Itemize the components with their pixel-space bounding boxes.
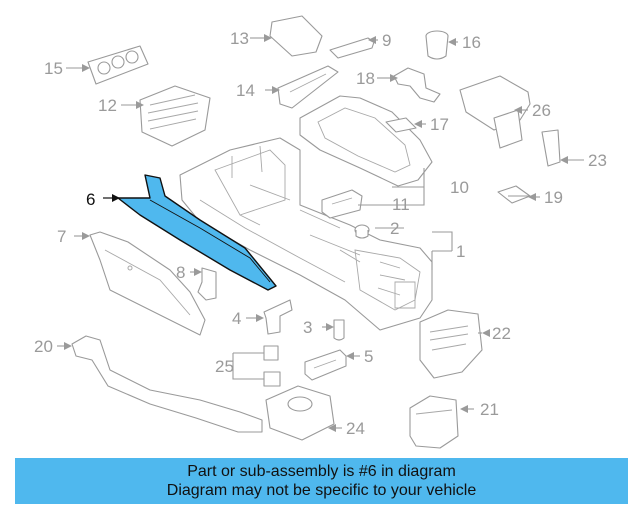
rear-vent-part-22 — [419, 309, 483, 379]
control-panel-part-15 — [87, 45, 149, 85]
callout-3: 3 — [303, 318, 312, 337]
knob-part-2 — [354, 224, 370, 239]
callout-2: 2 — [390, 219, 399, 238]
info-banner: Part or sub-assembly is #6 in diagram Di… — [15, 458, 628, 504]
panel-part-14 — [277, 65, 339, 109]
callout-20: 20 — [34, 337, 53, 356]
callout-6: 6 — [86, 190, 95, 209]
bracket-part-8 — [197, 267, 217, 301]
callout-arrows — [57, 34, 584, 432]
callout-4: 4 — [232, 309, 241, 328]
callout-labels: 1 2 3 4 5 6 7 8 9 10 11 12 13 14 15 16 1… — [34, 29, 607, 438]
pad-part-19 — [497, 185, 531, 204]
callout-24: 24 — [346, 419, 365, 438]
callout-21: 21 — [480, 400, 499, 419]
center-console-body — [179, 137, 433, 331]
callout-18: 18 — [356, 69, 375, 88]
clip-part-3 — [333, 319, 345, 341]
banner-line-1: Part or sub-assembly is #6 in diagram — [187, 463, 456, 480]
callout-9: 9 — [382, 31, 391, 50]
callout-1: 1 — [456, 242, 465, 261]
callout-15: 15 — [44, 59, 63, 78]
trim-strip-part-6[interactable] — [117, 174, 277, 291]
bracket-part-11 — [321, 189, 363, 219]
callout-13: 13 — [230, 29, 249, 48]
callout-8: 8 — [176, 263, 185, 282]
callout-5: 5 — [364, 347, 373, 366]
leader-lines — [232, 168, 530, 380]
shifter-base-part-24 — [265, 385, 335, 441]
callout-17: 17 — [430, 115, 449, 134]
callout-11: 11 — [392, 195, 410, 214]
callout-26: 26 — [532, 101, 551, 120]
connector-part-25 — [263, 345, 281, 387]
tray-part-10 — [299, 95, 433, 187]
box-part-21 — [409, 395, 459, 449]
bracket-part-4 — [263, 299, 293, 335]
bracket-part-18 — [393, 67, 441, 103]
bracket-part-23 — [541, 129, 561, 167]
callout-16: 16 — [462, 33, 481, 52]
switch-part-5 — [304, 349, 347, 381]
cup-part-16 — [425, 30, 449, 60]
callout-19: 19 — [544, 188, 563, 207]
vent-part-12 — [139, 85, 211, 147]
pad-part-17 — [385, 117, 417, 133]
callout-22: 22 — [492, 324, 511, 343]
callout-10: 10 — [450, 178, 469, 197]
cover-part-13 — [269, 15, 323, 57]
bracket-part-9 — [329, 37, 375, 59]
callout-23: 23 — [588, 151, 607, 170]
side-panel-part-7 — [89, 231, 206, 336]
rail-part-20 — [71, 335, 263, 433]
banner-line-2: Diagram may not be specific to your vehi… — [166, 482, 477, 499]
callout-14: 14 — [236, 81, 255, 100]
callout-25: 25 — [215, 357, 234, 376]
armrest-part-26 — [459, 75, 531, 149]
callout-12: 12 — [98, 96, 117, 115]
callout-7: 7 — [57, 227, 66, 246]
